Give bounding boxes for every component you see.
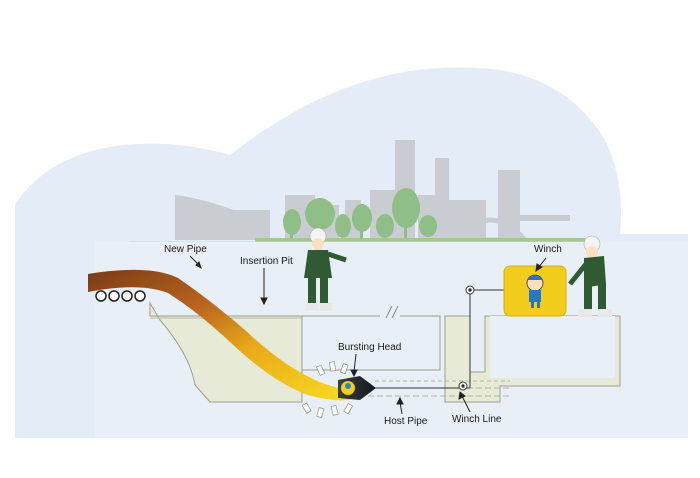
pipe-rollers-icon	[95, 290, 146, 302]
pipe-fragments	[301, 361, 354, 419]
worker-right	[568, 235, 612, 317]
winch-line	[360, 285, 508, 391]
worker-left	[304, 227, 347, 311]
tree-group	[283, 188, 437, 240]
label-host-pipe: Host Pipe	[384, 416, 428, 427]
host-pipe	[350, 380, 510, 397]
label-new-pipe: New Pipe	[164, 244, 207, 255]
plumber-mascot-icon	[526, 274, 544, 308]
label-winch: Winch	[534, 244, 562, 255]
label-arrows	[189, 255, 547, 415]
winch-machine	[503, 265, 567, 317]
grass-strip	[255, 238, 585, 242]
label-bursting-head: Bursting Head	[338, 342, 402, 353]
label-winch-line: Winch Line	[452, 414, 502, 425]
label-insertion-pit: Insertion Pit	[240, 256, 293, 267]
bursting-head	[338, 376, 376, 400]
new-pipe	[88, 269, 350, 401]
